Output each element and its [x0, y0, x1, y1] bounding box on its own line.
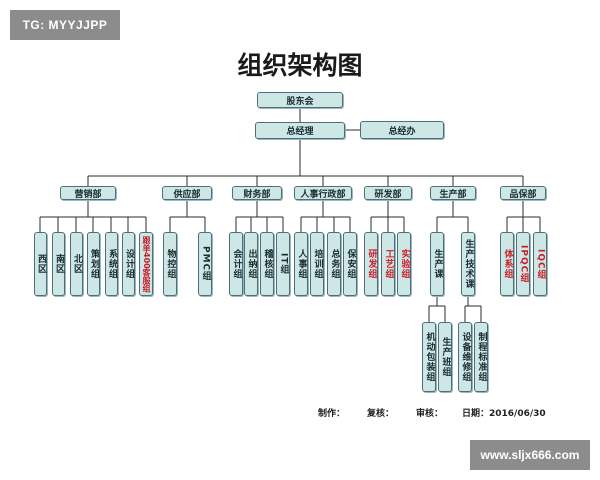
group-order-service: 跟单400客服组	[139, 232, 153, 296]
group-cashier: 出纳组	[244, 232, 258, 296]
group-planning: 策划组	[87, 232, 100, 296]
node-gm-office: 总经办	[360, 121, 444, 139]
dept-finance: 财务部	[232, 186, 282, 200]
group-system-quality: 体系组	[500, 232, 514, 296]
group-production-team: 生产班组	[438, 322, 452, 392]
node-general-manager: 总经理	[255, 122, 345, 139]
group-west: 西区	[34, 232, 47, 296]
watermark-tag: TG: MYYJJPP	[10, 10, 120, 40]
group-it: IT组	[276, 232, 290, 296]
group-system: 系统组	[105, 232, 118, 296]
section-production-tech: 生产技术课	[461, 232, 475, 296]
section-production: 生产课	[430, 232, 444, 296]
dept-rnd: 研发部	[364, 186, 412, 200]
node-board: 股东会	[257, 92, 343, 108]
group-security: 保安组	[343, 232, 357, 296]
group-process: 工艺组	[381, 232, 395, 296]
group-lab: 实验组	[397, 232, 411, 296]
dept-quality: 品保部	[500, 186, 546, 200]
group-north: 北区	[70, 232, 83, 296]
group-pmc: PMC组	[198, 232, 212, 296]
group-mobile-packing: 机动包装组	[422, 322, 436, 392]
group-ipqc: IPQC组	[516, 232, 530, 296]
group-personnel: 人事组	[294, 232, 308, 296]
footer-made-by: 制作：	[318, 409, 346, 419]
group-south: 南区	[52, 232, 65, 296]
group-audit: 稽核组	[260, 232, 274, 296]
group-general-affairs: 总务组	[327, 232, 341, 296]
dept-hr-admin: 人事行政部	[294, 186, 352, 200]
group-research: 研发组	[364, 232, 378, 296]
group-accounting: 会计组	[229, 232, 243, 296]
group-process-standard: 制程标准组	[474, 322, 488, 392]
group-iqc: IQC组	[533, 232, 547, 296]
footer-audit: 审核：	[416, 409, 444, 419]
site-watermark: www.sljx666.com	[470, 440, 590, 470]
footer-review: 复核：	[367, 409, 395, 419]
group-training: 培训组	[310, 232, 324, 296]
group-equipment-maintenance: 设备维修组	[458, 322, 472, 392]
group-design: 设计组	[122, 232, 135, 296]
footer-date: 日期：2016/06/30	[462, 409, 546, 419]
group-material-control: 物控组	[163, 232, 177, 296]
dept-production: 生产部	[430, 186, 476, 200]
dept-supply: 供应部	[162, 186, 212, 200]
chart-title: 组织架构图	[237, 51, 363, 80]
dept-marketing: 营销部	[60, 186, 116, 200]
